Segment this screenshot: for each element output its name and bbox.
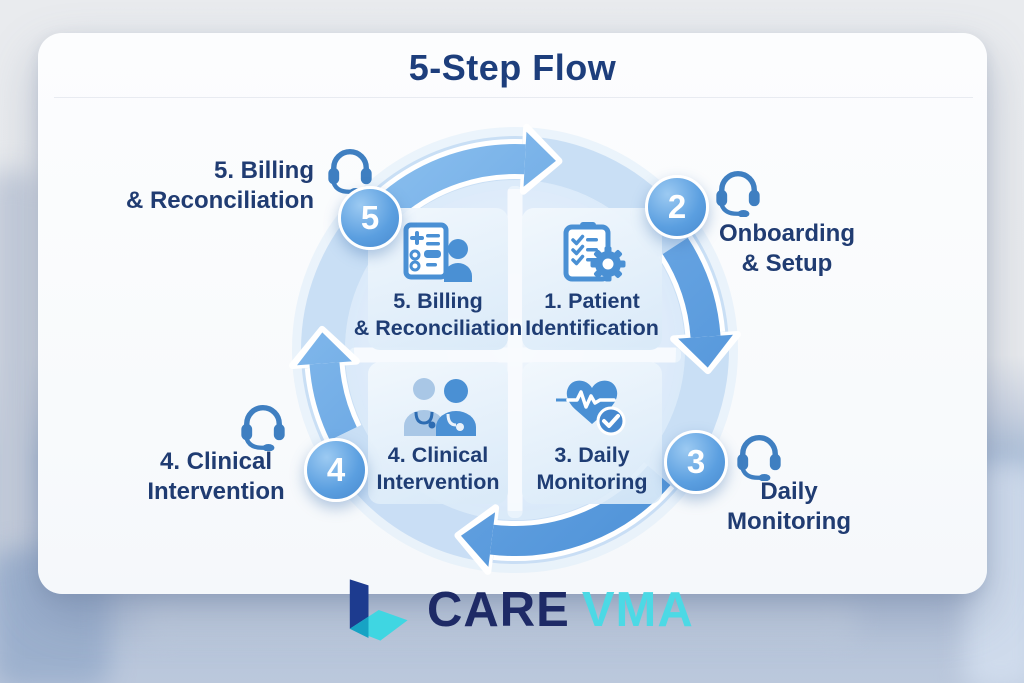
brand-name-primary: CARE (427, 583, 570, 637)
step-badge-3: 3 (664, 430, 728, 494)
heart-pulse-check-icon (555, 375, 629, 437)
step-badge-5: 5 (338, 186, 402, 250)
outer-label-clinical-line1: 4. Clinical (159, 448, 273, 475)
outer-label-clinical: 4. Clinical Intervention (130, 447, 302, 507)
step-badge-2-number: 2 (667, 188, 687, 225)
quadrant-patient-identification: 1. Patient Identification (522, 208, 662, 350)
quadrant-clinical-line2: Intervention (376, 470, 500, 494)
brand-name-secondary: VMA (581, 583, 694, 637)
quadrant-patient-line2: Identification (525, 316, 659, 340)
page-title: 5-Step Flow (408, 47, 617, 88)
step-badge-4-number: 4 (326, 451, 346, 488)
background-blur-band (140, 598, 860, 640)
quadrant-billing-line2: & Reconciliation (353, 316, 523, 340)
outer-label-monitoring-line1: Daily (760, 478, 818, 505)
quadrant-billing-label: 5. Billing & Reconciliation (354, 288, 522, 342)
doctors-icon (399, 375, 477, 437)
quadrant-monitoring-label: 3. Daily Monitoring (536, 442, 647, 496)
quadrant-clinical-intervention: 4. Clinical Intervention (368, 362, 508, 504)
outer-label-clinical-line2: Intervention (147, 478, 285, 505)
quadrant-daily-monitoring: 3. Daily Monitoring (522, 362, 662, 504)
step-badge-4: 4 (304, 438, 368, 502)
quadrant-clinical-line1: 4. Clinical (387, 443, 489, 467)
step-badge-5-number: 5 (360, 199, 380, 236)
billing-document-person-icon (402, 221, 474, 283)
outer-label-monitoring-line2: Monitoring (727, 508, 851, 535)
outer-label-onboarding-line2: & Setup (741, 250, 833, 277)
outer-label-onboarding-line1: Onboarding (719, 220, 855, 247)
outer-label-onboarding: Onboarding & Setup (703, 219, 871, 279)
outer-label-billing-line2: & Reconciliation (125, 187, 314, 214)
quadrant-clinical-label: 4. Clinical Intervention (376, 442, 499, 496)
quadrant-billing-line1: 5. Billing (393, 289, 483, 313)
headset-icon (237, 399, 289, 451)
outer-label-billing-line1: 5. Billing (213, 157, 314, 184)
background-blur-left (0, 170, 38, 570)
brand-logo-mark-icon (349, 579, 408, 641)
quadrant-monitoring-line1: 3. Daily (554, 443, 630, 467)
headset-icon (712, 165, 764, 217)
outer-label-monitoring: Daily Monitoring (703, 477, 875, 537)
quadrant-patient-line1: 1. Patient (544, 289, 640, 313)
step-badge-2: 2 (645, 175, 709, 239)
step-badge-3-number: 3 (686, 443, 706, 480)
title-divider (54, 97, 973, 98)
headset-icon (733, 429, 785, 481)
quadrant-monitoring-line2: Monitoring (536, 470, 648, 494)
clipboard-checklist-gear-icon (556, 221, 628, 283)
outer-label-billing: 5. Billing & Reconciliation (86, 156, 314, 216)
quadrant-patient-label: 1. Patient Identification (525, 288, 659, 342)
